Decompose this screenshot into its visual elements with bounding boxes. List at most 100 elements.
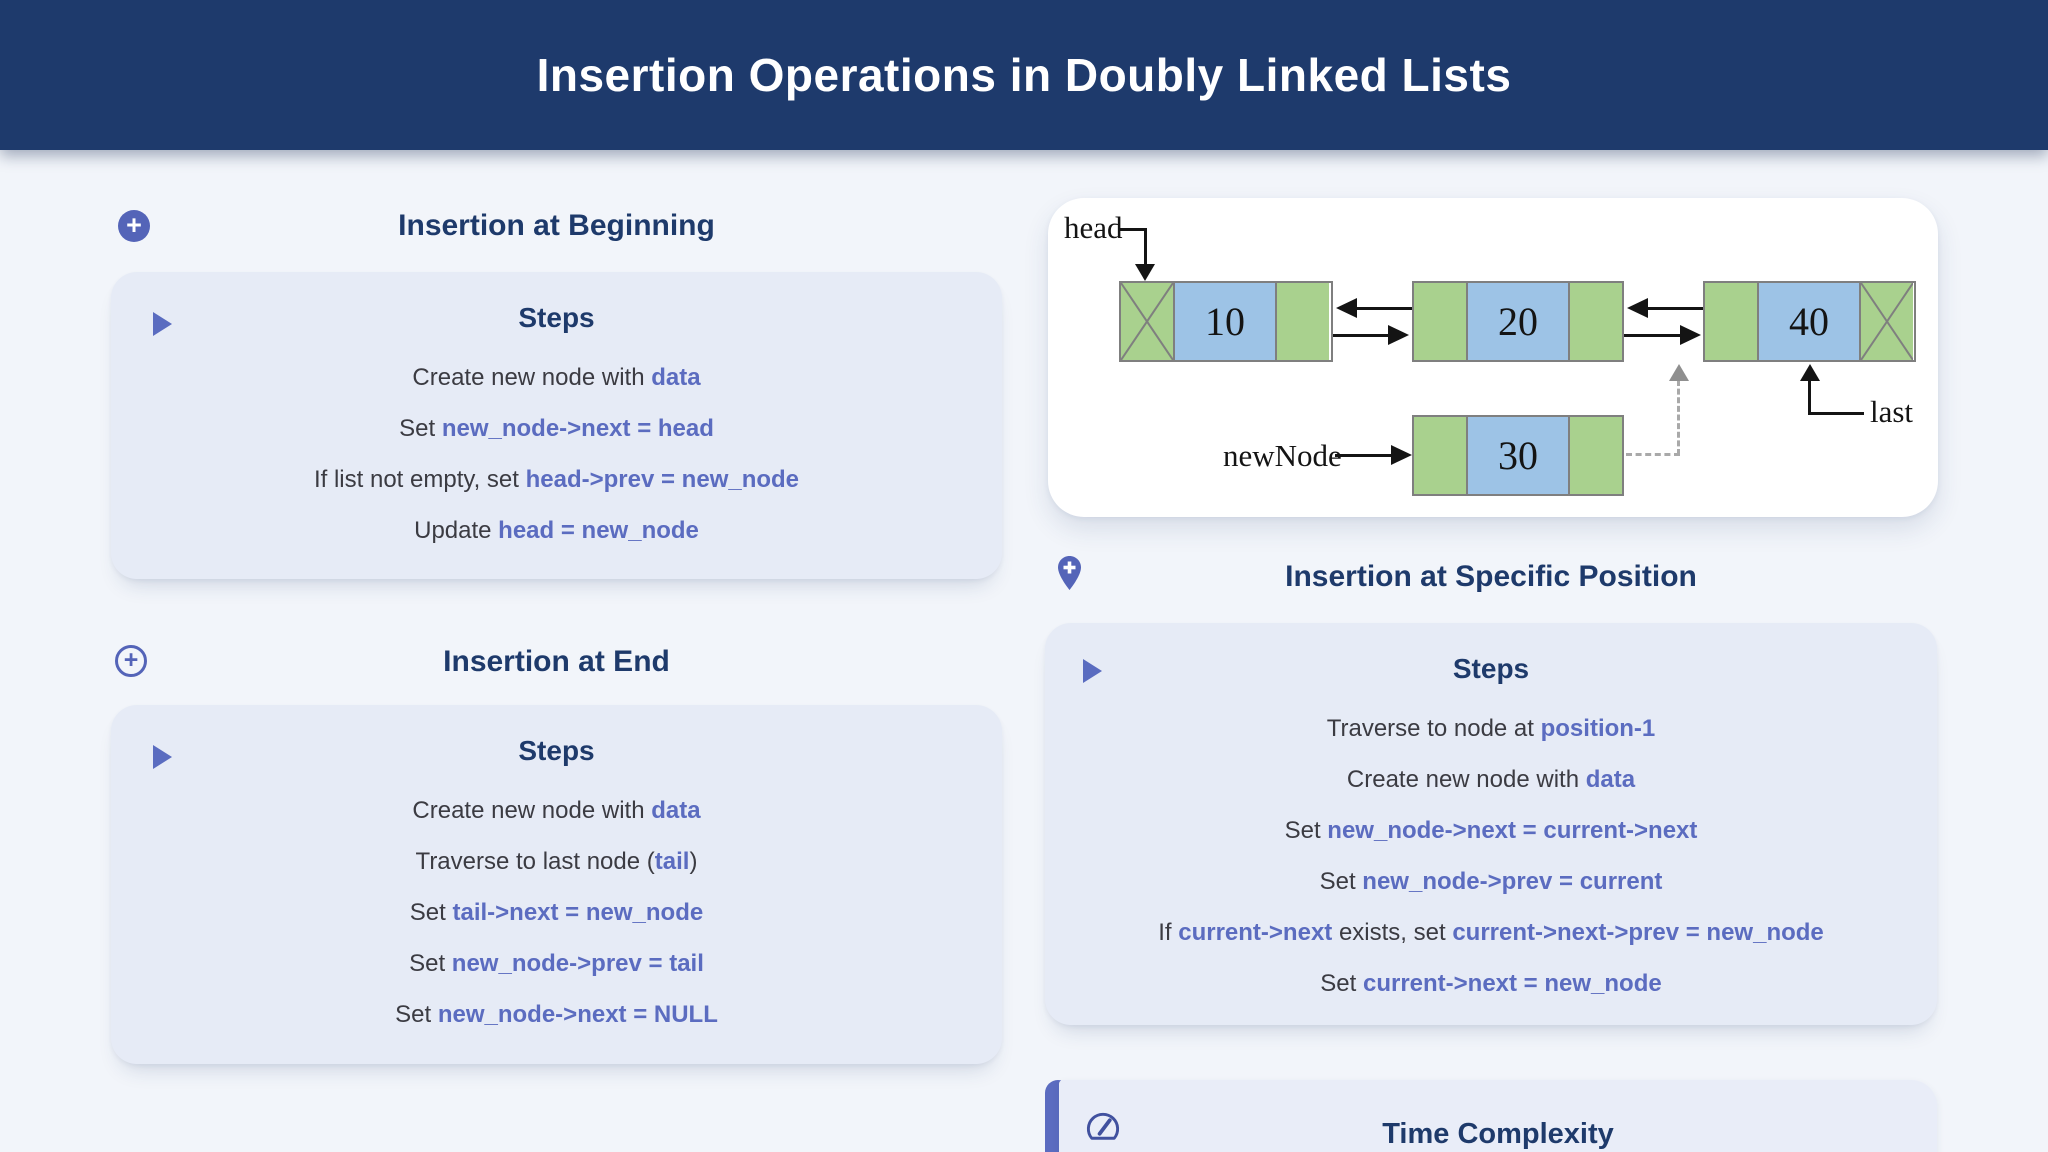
- step-line: Set tail->next = new_node: [111, 887, 1002, 938]
- step-text-fragment: Update: [414, 516, 499, 544]
- step-code-fragment: data: [651, 363, 701, 391]
- step-code-fragment: head->prev = new_node: [525, 465, 800, 493]
- section-header-beginning: + Insertion at Beginning: [111, 196, 1002, 256]
- step-text-fragment: Set: [1319, 867, 1363, 895]
- head-pointer-label: head: [1064, 210, 1123, 245]
- head-pointer-arrowhead-icon: [1135, 264, 1155, 281]
- pending-link-dashed-line: [1626, 453, 1680, 456]
- list-node-30-new: 30: [1412, 415, 1624, 496]
- time-complexity-title: Time Complexity: [1382, 1118, 1614, 1150]
- step-line: Set current->next = new_node: [1045, 958, 1937, 1009]
- plus-circle-outline-icon: +: [115, 645, 147, 677]
- step-text-fragment: Set: [409, 898, 453, 926]
- new-node-arrowhead-icon: [1391, 445, 1412, 465]
- step-line: Set new_node->next = current->next: [1045, 805, 1937, 856]
- step-line: Traverse to last node (tail): [111, 836, 1002, 887]
- node-prev-cell: [1121, 283, 1173, 360]
- step-text-fragment: Set: [1320, 969, 1363, 997]
- node-prev-cell: [1414, 417, 1466, 494]
- step-code-fragment: position-1: [1540, 714, 1656, 742]
- steps-heading: Steps: [1452, 653, 1530, 684]
- step-text-fragment: If: [1158, 918, 1179, 946]
- node-next-cell: [1570, 283, 1622, 360]
- node-prev-cell: [1414, 283, 1466, 360]
- step-text-fragment: Set: [1284, 816, 1328, 844]
- head-pointer-line: [1144, 228, 1147, 265]
- step-code-fragment: current->next: [1178, 918, 1333, 946]
- last-pointer-label: last: [1870, 394, 1914, 429]
- section-title-specific: Insertion at Specific Position: [1285, 560, 1697, 593]
- step-text-fragment: Create new node with: [412, 363, 652, 391]
- time-complexity-card: Time Complexity: [1045, 1080, 1937, 1152]
- step-line: Update head = new_node: [111, 505, 1002, 556]
- time-complexity-body: Time Complexity: [1059, 1080, 1937, 1152]
- last-pointer-line: [1808, 412, 1864, 415]
- step-code-fragment: new_node->next = head: [441, 414, 714, 442]
- node-value: 40: [1757, 283, 1861, 360]
- next-arrow-line: [1624, 334, 1680, 337]
- step-line: Set new_node->prev = current: [1045, 856, 1937, 907]
- list-node-20: 20: [1412, 281, 1624, 362]
- prev-arrowhead-icon: [1336, 298, 1357, 318]
- step-code-fragment: data: [651, 796, 701, 824]
- pending-link-dashed-line: [1677, 380, 1680, 455]
- map-pin-plus-icon: [1058, 556, 1081, 590]
- plus-circle-filled-icon: +: [118, 210, 150, 242]
- list-node-10: 10: [1119, 281, 1333, 362]
- null-cross-icon: [1121, 283, 1173, 360]
- step-line: If list not empty, set head->prev = new_…: [111, 454, 1002, 505]
- head-pointer-line: [1120, 228, 1147, 231]
- step-text-fragment: Traverse to node at: [1326, 714, 1541, 742]
- next-arrow-line: [1333, 334, 1389, 337]
- step-code-fragment: new_node->prev = tail: [451, 949, 704, 977]
- step-code-fragment: new_node->next = NULL: [437, 1000, 718, 1028]
- last-pointer-arrowhead-icon: [1800, 364, 1820, 381]
- step-line: Set new_node->prev = tail: [111, 938, 1002, 989]
- gauge-icon: [1086, 1112, 1120, 1140]
- last-pointer-line: [1808, 380, 1811, 415]
- step-line: If current->next exists, set current->ne…: [1045, 907, 1937, 958]
- step-line: Traverse to node at position-1: [1045, 703, 1937, 754]
- prev-arrowhead-icon: [1627, 298, 1648, 318]
- step-text-fragment: If list not empty, set: [313, 465, 526, 493]
- step-line: Set new_node->next = NULL: [111, 989, 1002, 1040]
- step-line: Create new node with data: [111, 785, 1002, 836]
- step-text-fragment: ): [689, 847, 698, 875]
- step-line: Create new node with data: [1045, 754, 1937, 805]
- next-arrowhead-icon: [1680, 325, 1701, 345]
- section-header-end: + Insertion at End: [111, 632, 1002, 692]
- node-next-cell: [1570, 417, 1622, 494]
- section-header-specific: Insertion at Specific Position: [1045, 546, 1937, 608]
- step-code-fragment: data: [1585, 765, 1636, 793]
- null-cross-icon: [1861, 283, 1913, 360]
- app-header: Insertion Operations in Doubly Linked Li…: [0, 0, 2048, 150]
- next-arrowhead-icon: [1388, 325, 1409, 345]
- step-text-fragment: Set: [395, 1000, 438, 1028]
- node-value: 30: [1466, 417, 1570, 494]
- steps-heading: Steps: [518, 735, 595, 766]
- node-value: 10: [1173, 283, 1277, 360]
- node-next-cell: [1861, 283, 1913, 360]
- step-text-fragment: Traverse to last node (: [415, 847, 655, 875]
- step-code-fragment: current->next->prev = new_node: [1452, 918, 1824, 946]
- step-code-fragment: head = new_node: [498, 516, 699, 544]
- step-line: Create new node with data: [111, 352, 1002, 403]
- new-node-pointer-label: newNode: [1223, 438, 1342, 473]
- node-next-cell: [1277, 283, 1329, 360]
- step-code-fragment: new_node->prev = current: [1362, 867, 1663, 895]
- prev-arrow-line: [1356, 307, 1412, 310]
- section-title-end: Insertion at End: [443, 645, 670, 678]
- pending-link-arrowhead-icon: [1669, 364, 1689, 381]
- play-icon[interactable]: [153, 312, 172, 336]
- play-icon[interactable]: [153, 745, 172, 769]
- step-code-fragment: tail->next = new_node: [452, 898, 704, 926]
- step-text-fragment: exists, set: [1332, 918, 1453, 946]
- node-prev-cell: [1705, 283, 1757, 360]
- step-text-fragment: Set: [399, 414, 442, 442]
- play-icon[interactable]: [1083, 659, 1102, 683]
- step-line: Set new_node->next = head: [111, 403, 1002, 454]
